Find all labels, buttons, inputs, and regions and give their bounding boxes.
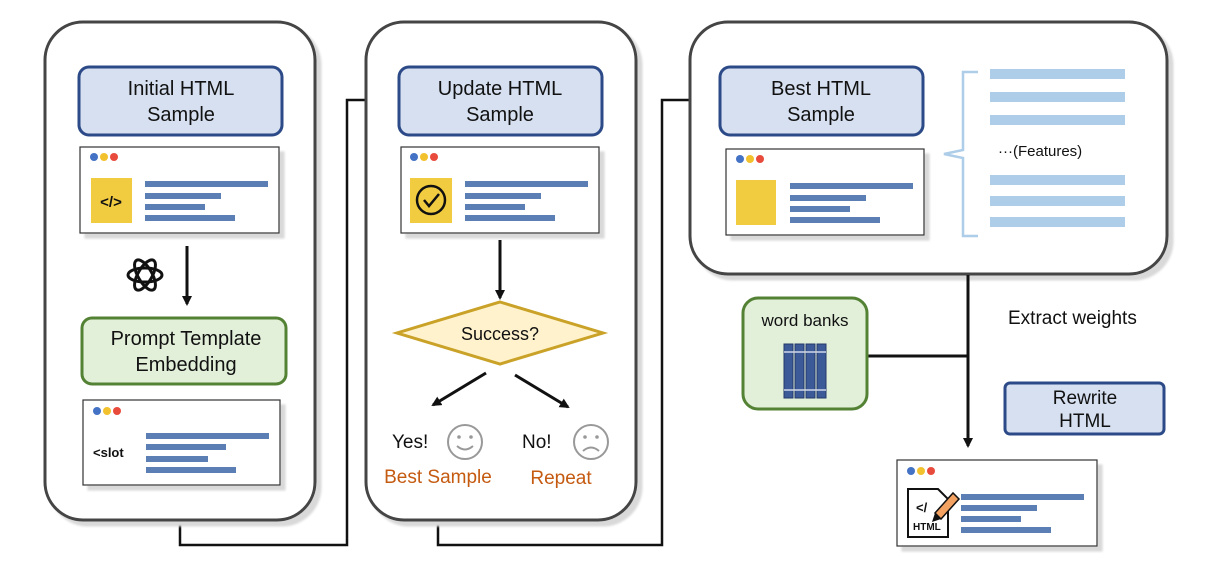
text-bar (146, 433, 269, 439)
window-dot-yellow (746, 155, 754, 163)
text-bar (465, 181, 588, 187)
code-symbol: </> (100, 194, 122, 211)
rewrite-html-box (1003, 381, 1166, 436)
update-html-card (400, 146, 600, 234)
window-dot-red (756, 155, 764, 163)
update-title-box (397, 65, 604, 137)
features-label: ···(Features) (998, 143, 1082, 160)
text-bar (146, 467, 236, 473)
word-banks-box (741, 296, 869, 411)
rewritten-html-card: </ HTML (896, 459, 1098, 547)
window-dot-blue (907, 467, 915, 475)
arrow-to-no (514, 373, 570, 409)
sad-face-icon (573, 424, 609, 460)
feature-bars (990, 69, 1125, 227)
initial-title-line1: Initial HTML (128, 78, 235, 100)
window-dot-blue (410, 153, 418, 161)
html-icon-label: HTML (913, 522, 941, 533)
best-html-card (725, 148, 925, 236)
extract-weights-label: Extract weights (1008, 308, 1137, 329)
blank-content-square (736, 180, 776, 225)
text-bar (961, 494, 1084, 500)
prompt-line1: Prompt Template (111, 328, 262, 350)
update-title-line1: Update HTML (438, 78, 563, 100)
window-dot-red (430, 153, 438, 161)
text-bar (145, 181, 268, 187)
text-bar (790, 206, 850, 212)
initial-title-box (77, 65, 284, 137)
best-title-line2: Sample (787, 104, 855, 126)
best-title-line1: Best HTML (771, 78, 871, 100)
initial-title-line2: Sample (147, 104, 215, 126)
window-dot-red (113, 407, 121, 415)
window-dot-blue (736, 155, 744, 163)
books-icon (783, 343, 827, 399)
check-circle-icon (415, 184, 447, 216)
rewrite-line1: Rewrite (1053, 388, 1117, 409)
window-dot-yellow (917, 467, 925, 475)
window-dot-blue (90, 153, 98, 161)
html-file-edit-icon: </ HTML (907, 488, 961, 538)
code-icon (91, 178, 132, 223)
window-dot-red (927, 467, 935, 475)
slot-text: <slot (93, 445, 124, 460)
text-bar (145, 193, 221, 199)
text-bar (961, 516, 1021, 522)
text-bar (790, 183, 913, 189)
yes-label: Yes! (392, 432, 428, 453)
final-code-symbol: </ (916, 500, 928, 515)
panel-best (688, 20, 1169, 276)
text-bar (465, 193, 541, 199)
window-dot-red (110, 153, 118, 161)
text-bar (961, 505, 1037, 511)
prompt-template-box (80, 316, 288, 386)
text-bar (790, 195, 866, 201)
text-bar (465, 215, 555, 221)
text-bar (145, 215, 235, 221)
window-dot-yellow (100, 153, 108, 161)
window-dot-yellow (420, 153, 428, 161)
initial-html-card: </> (79, 146, 280, 234)
slot-html-card: <slot (82, 399, 281, 486)
rewrite-line2: HTML (1059, 411, 1111, 432)
no-label: No! (522, 432, 552, 453)
text-bar (146, 444, 226, 450)
prompt-line2: Embedding (135, 354, 236, 376)
repeat-outcome: Repeat (530, 468, 592, 489)
text-bar (465, 204, 525, 210)
text-bar (790, 217, 880, 223)
word-banks-label: word banks (761, 311, 849, 330)
best-title-box (718, 65, 925, 137)
window-dot-blue (93, 407, 101, 415)
connector-update-to-best (436, 95, 699, 547)
success-decision (391, 300, 609, 366)
smile-face-icon (447, 424, 483, 460)
openai-logo-icon (126, 258, 164, 292)
text-bar (961, 527, 1051, 533)
pencil-icon (932, 491, 961, 522)
connector-initial-to-update (178, 95, 380, 547)
text-bar (146, 456, 208, 462)
update-title-line2: Sample (466, 104, 534, 126)
text-bar (145, 204, 205, 210)
best-sample-outcome: Best Sample (384, 467, 492, 488)
arrow-to-yes (431, 371, 487, 407)
features-brace (943, 70, 978, 238)
window-dot-yellow (103, 407, 111, 415)
success-label: Success? (461, 324, 539, 344)
